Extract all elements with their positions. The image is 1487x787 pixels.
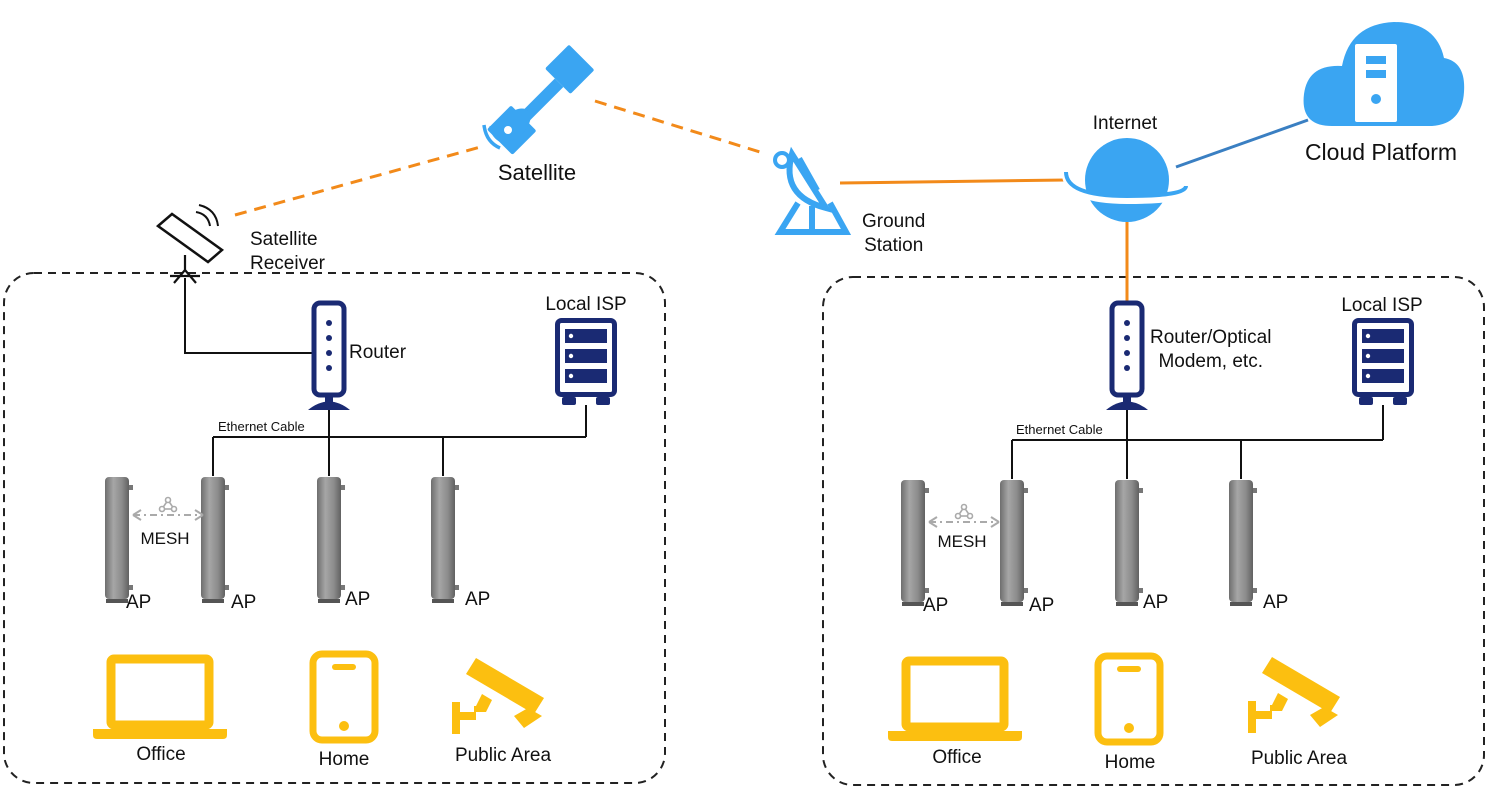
right-laptop-icon (888, 661, 1022, 741)
satellite-label: Satellite (497, 160, 577, 185)
right-router-label-line-2: Modem, etc. (1158, 351, 1263, 372)
right-ap-label-1: AP (923, 595, 949, 616)
left-local-isp-label: Local ISP (545, 294, 627, 315)
left-ap-label-2: AP (231, 592, 257, 613)
satellite-icon (482, 45, 594, 155)
ground-internet-link (839, 178, 1067, 185)
left-access-point-icon-3 (317, 477, 345, 603)
right-router-label-line-1: Router/Optical (1150, 327, 1272, 348)
left-access-point-icon-2 (201, 477, 229, 603)
left-server-rack-icon (558, 321, 615, 406)
left-ethernet-cable-label: Ethernet Cable (218, 419, 305, 434)
left-ap-label-4: AP (465, 589, 491, 610)
satellite-receiver-label-line-2: Receiver (250, 253, 325, 274)
left-ap-label-3: AP (345, 589, 371, 610)
right-access-point-icon-2 (1000, 480, 1028, 606)
right-ap-label-4: AP (1263, 592, 1289, 613)
left-mesh-label: MESH (140, 529, 190, 548)
right-public-area-label: Public Area (1250, 748, 1348, 769)
left-laptop-icon (93, 659, 227, 739)
right-mesh-label: MESH (937, 532, 987, 551)
satellite-receiver-label: Satellite Receiver (250, 228, 325, 276)
right-access-point-icon-3 (1115, 480, 1143, 606)
ground-station-label: Ground Station (862, 210, 925, 258)
right-ap-label-3: AP (1143, 592, 1169, 613)
left-home-label: Home (318, 749, 370, 770)
ground-station-label-line-2: Station (864, 235, 924, 256)
globe-icon (1062, 138, 1192, 222)
left-access-point-icon-4 (431, 477, 459, 603)
left-cctv-camera-icon (452, 658, 544, 734)
ground-station-icon (773, 146, 852, 235)
left-router-icon (308, 303, 350, 410)
cloud-platform-label: Cloud Platform (1304, 139, 1458, 165)
right-router-icon (1106, 303, 1148, 410)
cloud-server-icon (1303, 22, 1465, 126)
left-public-area-label: Public Area (454, 745, 552, 766)
right-router-label: Router/Optical Modem, etc. (1150, 326, 1271, 374)
right-access-point-icon-4 (1229, 480, 1257, 606)
right-local-isp-label: Local ISP (1341, 295, 1423, 316)
right-mesh-icon (928, 503, 1000, 528)
receiver-satellite-link (234, 144, 485, 217)
satellite-dish-icon (155, 204, 225, 284)
right-home-label: Home (1104, 752, 1156, 773)
satellite-ground-link (594, 99, 761, 154)
left-smartphone-icon (313, 654, 375, 740)
right-ap-label-2: AP (1029, 595, 1055, 616)
right-server-rack-icon (1355, 321, 1412, 406)
left-site-boundary (3, 272, 666, 784)
right-smartphone-icon (1098, 656, 1160, 742)
left-mesh-icon (132, 496, 204, 521)
right-ethernet-cable-label: Ethernet Cable (1016, 422, 1103, 437)
ground-station-label-line-1: Ground (862, 211, 926, 232)
internet-label: Internet (1092, 113, 1158, 134)
left-router-label: Router (349, 342, 407, 363)
left-office-label: Office (136, 744, 186, 765)
right-cctv-camera-icon (1248, 657, 1340, 733)
right-wiring (1011, 405, 1384, 479)
internet-cloud-link (1175, 118, 1309, 169)
right-site-boundary (822, 276, 1485, 786)
satellite-receiver-label-line-1: Satellite (250, 229, 318, 250)
left-access-point-icon-1 (105, 477, 133, 603)
left-ap-label-1: AP (126, 592, 152, 613)
left-wiring (184, 278, 587, 476)
right-access-point-icon-1 (901, 480, 929, 606)
right-office-label: Office (932, 747, 982, 768)
